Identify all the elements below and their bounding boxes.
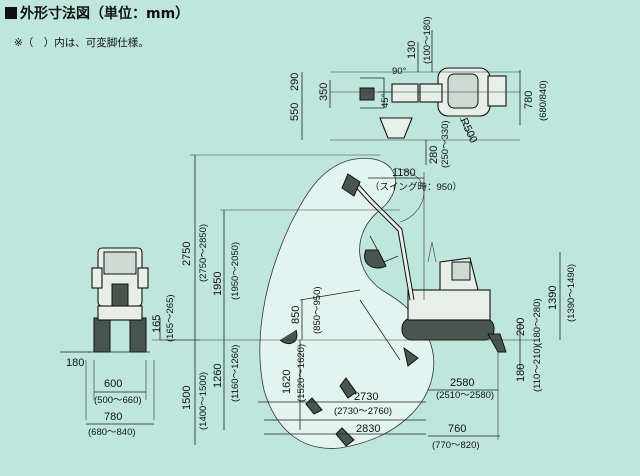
dim-165: 165 (151, 315, 163, 333)
page-title: 外形寸法図（単位：mm） (5, 3, 189, 23)
dim-760: 760 (448, 423, 466, 435)
dim-110-210: (110～210) (532, 345, 543, 392)
working-range-envelope (259, 158, 435, 449)
dim-1500: 1500 (181, 386, 193, 410)
dim-1950: 1950 (212, 272, 224, 296)
dim-1620: 1620 (281, 370, 293, 394)
dim-180-side: 180 (515, 364, 527, 382)
dim-2750: 2750 (181, 242, 193, 266)
dim-2830: 2830 (356, 423, 380, 435)
dim-850-950: (850～950) (312, 286, 323, 334)
dim-250-330: (250～330) (440, 120, 451, 168)
dim-1260: 1260 (212, 364, 224, 388)
dim-2510-2580: (2510～2580) (436, 390, 494, 401)
dim-680-840-top: (680/840) (538, 80, 549, 121)
dim-350: 350 (318, 83, 330, 101)
dim-680-840-front: (680～840) (88, 427, 136, 438)
dim-500-660: (500～660) (94, 395, 142, 406)
dim-2730: 2730 (354, 391, 378, 403)
dim-180-280: (180～280) (532, 298, 543, 346)
dim-r500: R500 (457, 116, 479, 145)
dim-770-820: (770～820) (432, 440, 480, 451)
square-bullet-icon (5, 7, 17, 19)
title-text: 外形寸法図（単位：mm） (20, 6, 190, 22)
dim-600: 600 (104, 378, 122, 390)
front-view (60, 247, 200, 425)
variable-leg-note: ※（ ）内は、可変脚仕様。 (14, 37, 149, 49)
top-view (301, 30, 521, 165)
dim-90-deg: 90° (392, 66, 407, 77)
dim-2750-2850: (2750～2850) (198, 224, 209, 282)
dim-850: 850 (290, 306, 302, 324)
dim-780-top: 780 (523, 91, 535, 109)
dim-2580: 2580 (450, 377, 474, 389)
dim-780-front: 780 (104, 411, 122, 423)
dim-130: 130 (406, 41, 418, 59)
dim-45-deg: 45° (380, 93, 391, 108)
dim-280: 280 (428, 146, 440, 164)
dim-550: 550 (289, 103, 301, 121)
dim-290: 290 (289, 73, 301, 91)
dim-1950-2050: (1950～2050) (230, 242, 241, 300)
dim-165-265: (165～265) (165, 294, 176, 342)
side-view-machine (279, 173, 507, 447)
dim-200: 200 (515, 318, 527, 336)
dim-2730-2760: (2730～2760) (334, 406, 392, 417)
dim-1180: 1180 (392, 167, 416, 179)
dim-180-front: 180 (66, 357, 84, 369)
dim-1160-1260: (1160～1260) (230, 345, 241, 402)
dim-100-180: (100～180) (422, 16, 433, 64)
dim-1390: 1390 (547, 286, 559, 310)
dim-1400-1500: (1400～1500) (198, 372, 209, 430)
dim-1520-1620: (1520～1620) (296, 344, 307, 402)
dim-1390-1490: (1390～1490) (566, 264, 577, 322)
dim-swing-950: （スイング時：950） (370, 181, 462, 193)
